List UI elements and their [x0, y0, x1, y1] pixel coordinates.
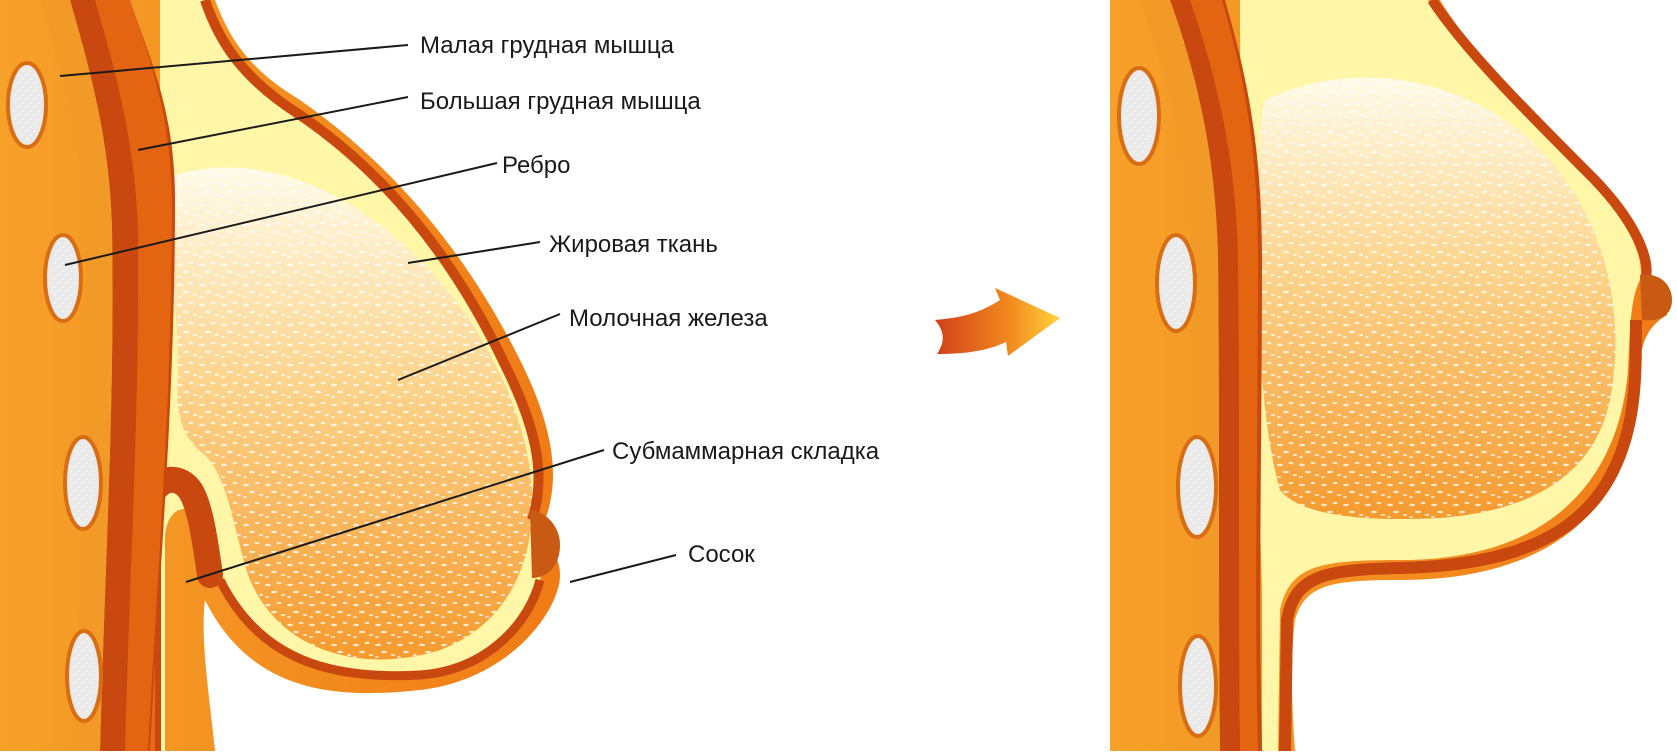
label-pectoralis-major: Большая грудная мышца: [420, 88, 701, 115]
leader-nipple: [569, 554, 677, 583]
arrow-right-icon: [935, 288, 1060, 356]
leader-fat-tissue: [407, 241, 541, 264]
ribs-after: [1117, 66, 1218, 738]
leader-lines: [59, 44, 677, 583]
pectoralis-minor: [40, 0, 113, 751]
before-breast: [0, 0, 677, 756]
leader-inframammary-fold: [185, 449, 605, 583]
label-rib: Ребро: [502, 152, 571, 179]
leader-pectoralis-minor: [59, 44, 409, 77]
nipple-after: [1640, 274, 1672, 321]
label-fat-tissue: Жировая ткань: [549, 231, 718, 258]
ribs-before: [6, 61, 103, 723]
leader-mammary-gland: [397, 313, 561, 381]
label-mammary-gland: Молочная железа: [569, 305, 768, 332]
leader-pectoralis-major: [137, 96, 409, 151]
pectoralis-minor-after: [1140, 0, 1220, 751]
nipple: [530, 510, 560, 578]
label-nipple: Сосок: [688, 541, 755, 568]
after-breast: [1110, 0, 1672, 752]
breast-outline: [200, 0, 544, 522]
label-inframammary-fold: Субмаммарная складка: [612, 438, 880, 465]
leader-rib: [64, 162, 498, 266]
label-pectoralis-minor: Малая грудная мышца: [420, 32, 675, 59]
breast-outline-after: [1427, 0, 1652, 279]
